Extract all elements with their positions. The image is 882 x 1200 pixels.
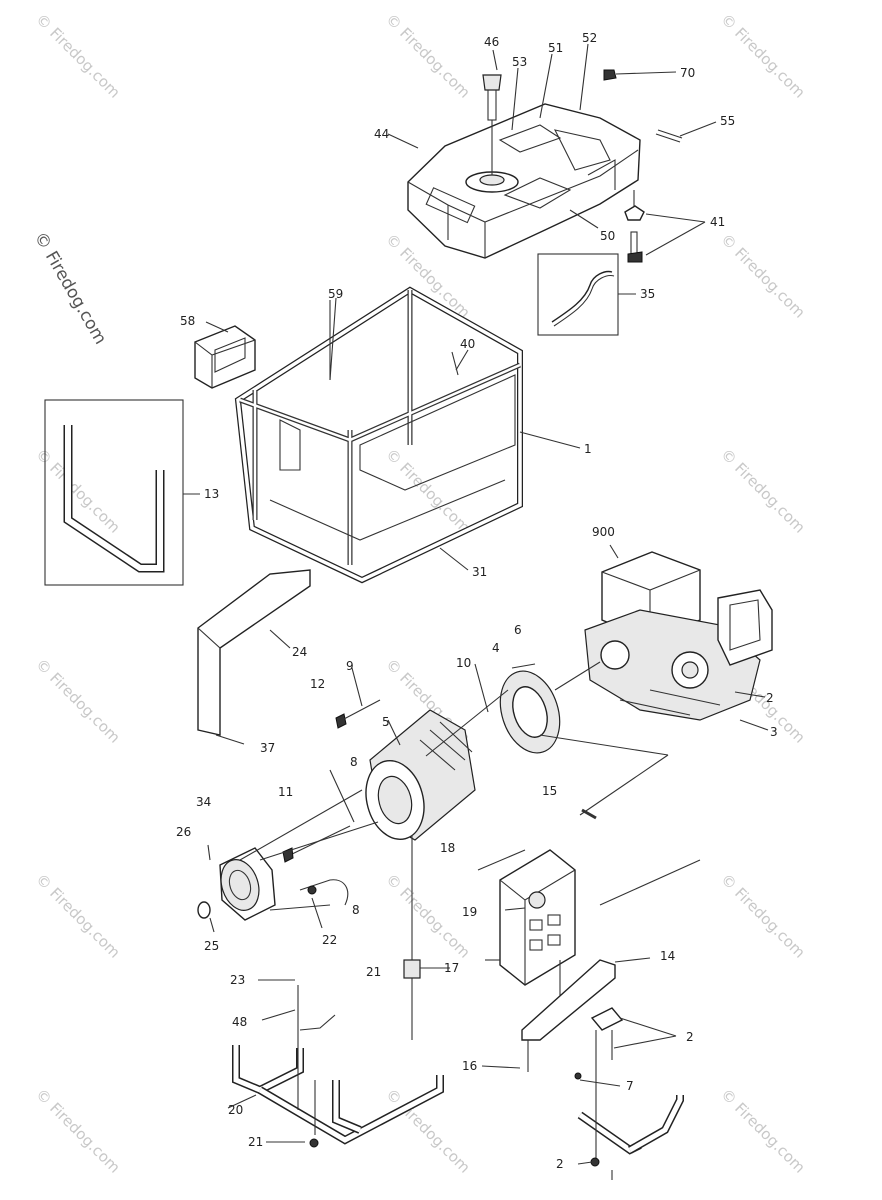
part-label-900: 900 (592, 525, 615, 539)
control-panel-drawing (499, 849, 576, 1010)
part-label-46: 46 (484, 35, 499, 49)
alternator-drawing (365, 709, 476, 841)
part-labels: 46 53 51 52 70 55 44 50 41 35 59 58 40 1… (176, 31, 778, 1171)
watermark: © Firedog.com (382, 10, 474, 102)
watermark: © Firedog.com (717, 230, 809, 322)
watermark: © Firedog.com (717, 10, 809, 102)
base-20-drawing (232, 985, 444, 1148)
part-label-14: 14 (660, 949, 675, 963)
part-label-48: 48 (232, 1015, 247, 1029)
handle-box-drawing (44, 399, 200, 586)
part-label-19: 19 (462, 905, 477, 919)
part-label-8: 8 (352, 903, 360, 917)
part-label-8: 8 (350, 755, 358, 769)
adapter-plate-drawing (499, 661, 601, 754)
fuel-tank-drawing (407, 103, 641, 259)
part-label-4: 4 (492, 641, 500, 655)
isolator-21-drawing (403, 835, 421, 1040)
part-label-55: 55 (720, 114, 735, 128)
part-label-25: 25 (204, 939, 219, 953)
watermark: © Firedog.com (382, 870, 474, 962)
part-label-23: 23 (230, 973, 245, 987)
hose-15-drawing (581, 808, 597, 820)
watermark: © Firedog.com (717, 1085, 809, 1177)
base-right-drawing (574, 1007, 684, 1167)
watermark: © Firedog.com (32, 10, 124, 102)
engine-drawing (584, 544, 773, 721)
bracket-22-drawing (299, 879, 349, 906)
part-label-17: 17 (444, 961, 459, 975)
bolt-11-drawing (282, 825, 351, 863)
part-label-50: 50 (600, 229, 615, 243)
part-label-51: 51 (548, 41, 563, 55)
part-label-12: 12 (310, 677, 325, 691)
part-label-21: 21 (366, 965, 381, 979)
part-label-35: 35 (640, 287, 655, 301)
part-label-7: 7 (626, 1079, 634, 1093)
part-label-24: 24 (292, 645, 307, 659)
side-watermark: © Firedog.com (30, 229, 111, 348)
bolt-70-drawing (603, 69, 677, 81)
part-label-13: 13 (204, 487, 219, 501)
part-label-40: 40 (460, 337, 475, 351)
fuel-cap-drawing (482, 74, 502, 175)
part-label-3: 3 (770, 725, 778, 739)
frame-drawing (234, 286, 581, 584)
part-label-6: 6 (514, 623, 522, 637)
part-label-70: 70 (680, 66, 695, 80)
part-label-31: 31 (472, 565, 487, 579)
panel-24-drawing (197, 569, 311, 736)
part-label-16: 16 (462, 1059, 477, 1073)
part-label-59: 59 (328, 287, 343, 301)
part-label-10: 10 (456, 656, 471, 670)
part-label-15: 15 (542, 784, 557, 798)
watermark: © Firedog.com (32, 1085, 124, 1177)
bolt-12-drawing (335, 699, 381, 729)
part-58-drawing (194, 325, 256, 389)
part-label-26: 26 (176, 825, 191, 839)
part-label-9: 9 (346, 659, 354, 673)
part-label-2: 2 (686, 1030, 694, 1044)
part-label-53: 53 (512, 55, 527, 69)
part-label-5: 5 (382, 715, 390, 729)
leader-lines (205, 43, 769, 1180)
watermark: © Firedog.com (382, 445, 474, 537)
watermark: © Firedog.com (717, 870, 809, 962)
watermark: © Firedog.com (32, 870, 124, 962)
part-label-2: 2 (766, 691, 774, 705)
part-label-1: 1 (584, 442, 592, 456)
part-label-18: 18 (440, 841, 455, 855)
part-label-44: 44 (374, 127, 389, 141)
bracket-14-drawing (521, 957, 651, 1041)
part-label-11: 11 (278, 785, 293, 799)
pin-55-drawing (655, 121, 717, 143)
rear-cover-drawing (197, 847, 276, 921)
part-label-34: 34 (196, 795, 211, 809)
watermark: © Firedog.com (717, 445, 809, 537)
part-label-37: 37 (260, 741, 275, 755)
fuel-line-box-drawing (537, 253, 636, 336)
part-label-41: 41 (710, 215, 725, 229)
part-label-22: 22 (322, 933, 337, 947)
part-label-20: 20 (228, 1103, 243, 1117)
part-label-52: 52 (582, 31, 597, 45)
fuel-valve-drawing (624, 190, 706, 263)
part-label-58: 58 (180, 314, 195, 328)
watermark: © Firedog.com (32, 655, 124, 747)
part-label-2: 2 (556, 1157, 564, 1171)
part-label-21: 21 (248, 1135, 263, 1149)
